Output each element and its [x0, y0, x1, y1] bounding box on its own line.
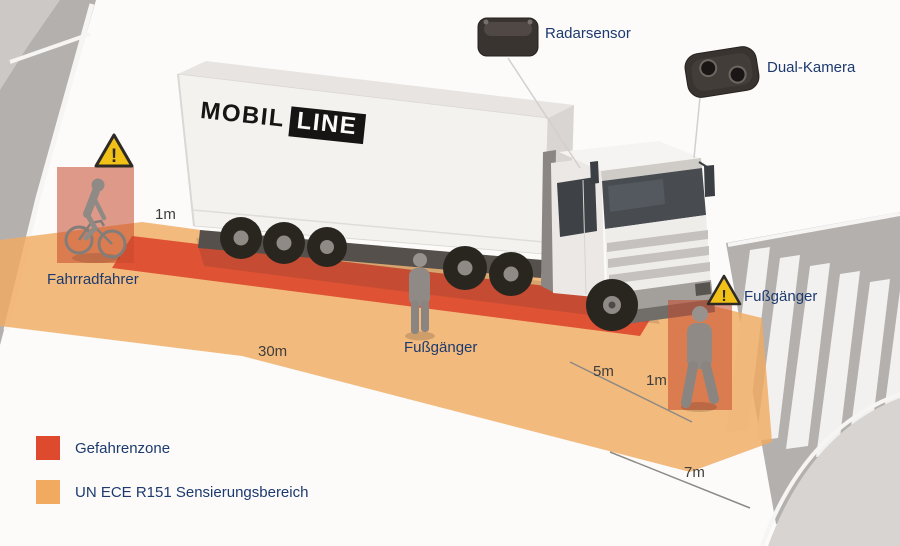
pedestrian-side-figure: [405, 253, 435, 341]
measurement-front-gap: 1m: [646, 372, 667, 389]
camera-lens: [728, 65, 747, 84]
bike-wheel: [97, 229, 127, 259]
mirror-right: [704, 165, 715, 197]
grille-slat: [608, 246, 709, 268]
mirror-left: [590, 161, 599, 184]
pedestrian-head: [413, 253, 427, 267]
figure-shadow: [405, 331, 435, 341]
right-road-edge-line: [727, 212, 900, 247]
left-road-surface: [0, 0, 96, 345]
warning-triangle-shape: [706, 274, 742, 306]
warning-triangle-pedestrian: !: [706, 274, 742, 306]
grille-slat: [607, 230, 708, 252]
bike-wheel: [64, 225, 94, 255]
headlight-right: [695, 282, 711, 296]
pedestrian-torso: [687, 323, 712, 369]
measurement-side-length: 30m: [258, 343, 288, 360]
pedestrian-leg: [411, 300, 419, 334]
legend-item-danger: Gefahrenzone: [36, 436, 308, 460]
left-road-corner: [0, 0, 60, 90]
left-road-cross-line: [9, 32, 91, 64]
trailer-top-face: [178, 61, 574, 118]
cyclist-label: Fahrradfahrer: [47, 271, 139, 288]
pedestrian-leg: [701, 361, 719, 404]
measurement-front-distance: 5m: [593, 363, 614, 380]
cab-door-line: [582, 179, 587, 295]
camera-leader-line: [693, 96, 701, 159]
camera-lens: [699, 59, 718, 78]
pedestrian-leg: [421, 300, 429, 332]
front-width-line: [609, 451, 751, 509]
sidewalk-corner: [768, 398, 900, 546]
warning-triangle-cyclist: !: [94, 133, 134, 168]
cyclist-torso: [83, 187, 100, 218]
warning-exclamation: !: [721, 288, 726, 305]
danger-zone-swatch: [36, 436, 60, 460]
sensing-zone-label: UN ECE R151 Sensierungsbereich: [75, 483, 309, 501]
pedestrian-leg: [681, 361, 698, 408]
danger-zone-label: Gefahrenzone: [75, 439, 171, 457]
warning-triangle-shape: [94, 133, 134, 168]
legend: Gefahrenzone UN ECE R151 Sensierungsbere…: [36, 436, 308, 524]
radar-sensor-icon: [477, 17, 539, 57]
radar-tab: [483, 19, 489, 25]
cab-side-window: [557, 177, 597, 237]
curb-line: [760, 392, 900, 546]
measurement-cyclist-gap: 1m: [155, 206, 176, 223]
cyclist-arm: [91, 195, 107, 221]
legend-item-sensing: UN ECE R151 Sensierungsbereich: [36, 480, 308, 504]
cab-sun-visor: [601, 158, 702, 181]
cyclist-leg: [83, 211, 99, 241]
wheel-hub: [320, 240, 334, 254]
front-wheel-center: [608, 301, 616, 309]
camera-label: Dual-Kamera: [767, 59, 856, 76]
trailer-rub-rail: [192, 209, 545, 243]
wheel-hub: [457, 260, 473, 276]
windshield-reflection: [608, 179, 665, 212]
pedestrian-head: [692, 306, 708, 322]
cyclist-figure: [64, 178, 127, 263]
crosswalk-stripe: [846, 279, 890, 465]
radar-top-sheen: [484, 22, 532, 36]
danger-zone: [112, 236, 662, 336]
radar-tab: [527, 19, 533, 25]
trailer-rear-edge: [177, 73, 195, 227]
warning-exclamation: !: [111, 146, 117, 167]
measurement-front-width: 7m: [684, 464, 705, 481]
radar-label: Radarsensor: [545, 25, 631, 42]
pedestrian-front-figure: [681, 306, 719, 412]
pedestrian-front-label: Fußgänger: [744, 288, 818, 305]
wheel-hub: [503, 266, 519, 282]
wheel-hub: [276, 235, 292, 251]
dual-camera-icon: [684, 46, 760, 98]
grille-slat: [609, 262, 710, 284]
crosswalk-stripe: [816, 271, 860, 457]
tractor-rear-wheels: [443, 246, 533, 296]
trailer-wheels: [220, 217, 347, 267]
wheel-hub: [233, 230, 249, 246]
pedestrian-torso: [409, 268, 430, 306]
radar-leader-line: [507, 57, 581, 169]
front-distance-line: [569, 361, 693, 423]
sensing-zone-swatch: [36, 480, 60, 504]
crosswalk-stripe: [786, 263, 830, 449]
pedestrian-side-label: Fußgänger: [404, 339, 478, 356]
